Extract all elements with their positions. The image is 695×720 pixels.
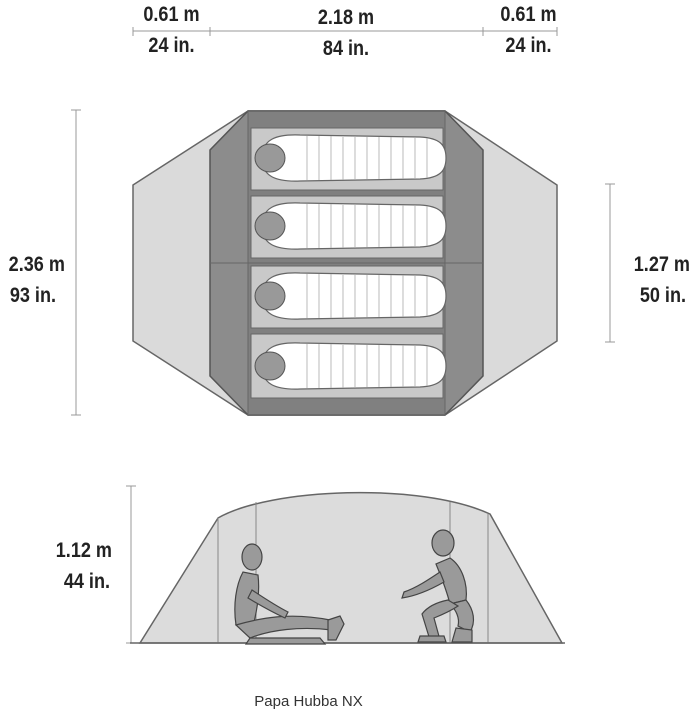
top-dimension-line	[132, 27, 558, 36]
total-width-metric-label: 2.36 m	[8, 253, 65, 276]
floor-length-metric-label: 2.18 m	[317, 6, 375, 29]
sleeping-bag	[250, 333, 447, 399]
height-dimension-line	[126, 485, 136, 644]
tent-side-view	[130, 491, 565, 645]
rainfly-side-outline	[138, 491, 564, 644]
vestibule-right-imperial-label: 24 in.	[505, 34, 552, 57]
vestibule-left-metric-label: 0.61 m	[143, 3, 200, 26]
floor-length-imperial-label: 84 in.	[322, 37, 370, 60]
vestibule-right-metric-label: 0.61 m	[500, 3, 557, 26]
end-width-metric-label: 1.27 m	[633, 253, 690, 276]
peak-height-metric-label: 1.12 m	[55, 539, 112, 562]
diagram-caption: Papa Hubba NX	[254, 693, 363, 710]
end-width-imperial-label: 50 in.	[639, 284, 686, 307]
sleeping-bag	[250, 127, 447, 191]
end-width-dimension-line	[605, 183, 615, 343]
total-width-imperial-label: 93 in.	[9, 284, 57, 307]
crouching-person-figure	[401, 529, 475, 643]
width-dimension-line	[71, 109, 81, 416]
seated-person-figure	[234, 543, 345, 645]
vestibule-left-imperial-label: 24 in.	[148, 34, 195, 57]
tent-plan-view	[132, 110, 558, 416]
sleeping-bag	[250, 195, 447, 259]
peak-height-imperial-label: 44 in.	[63, 570, 110, 593]
sleeping-bag	[250, 265, 447, 329]
